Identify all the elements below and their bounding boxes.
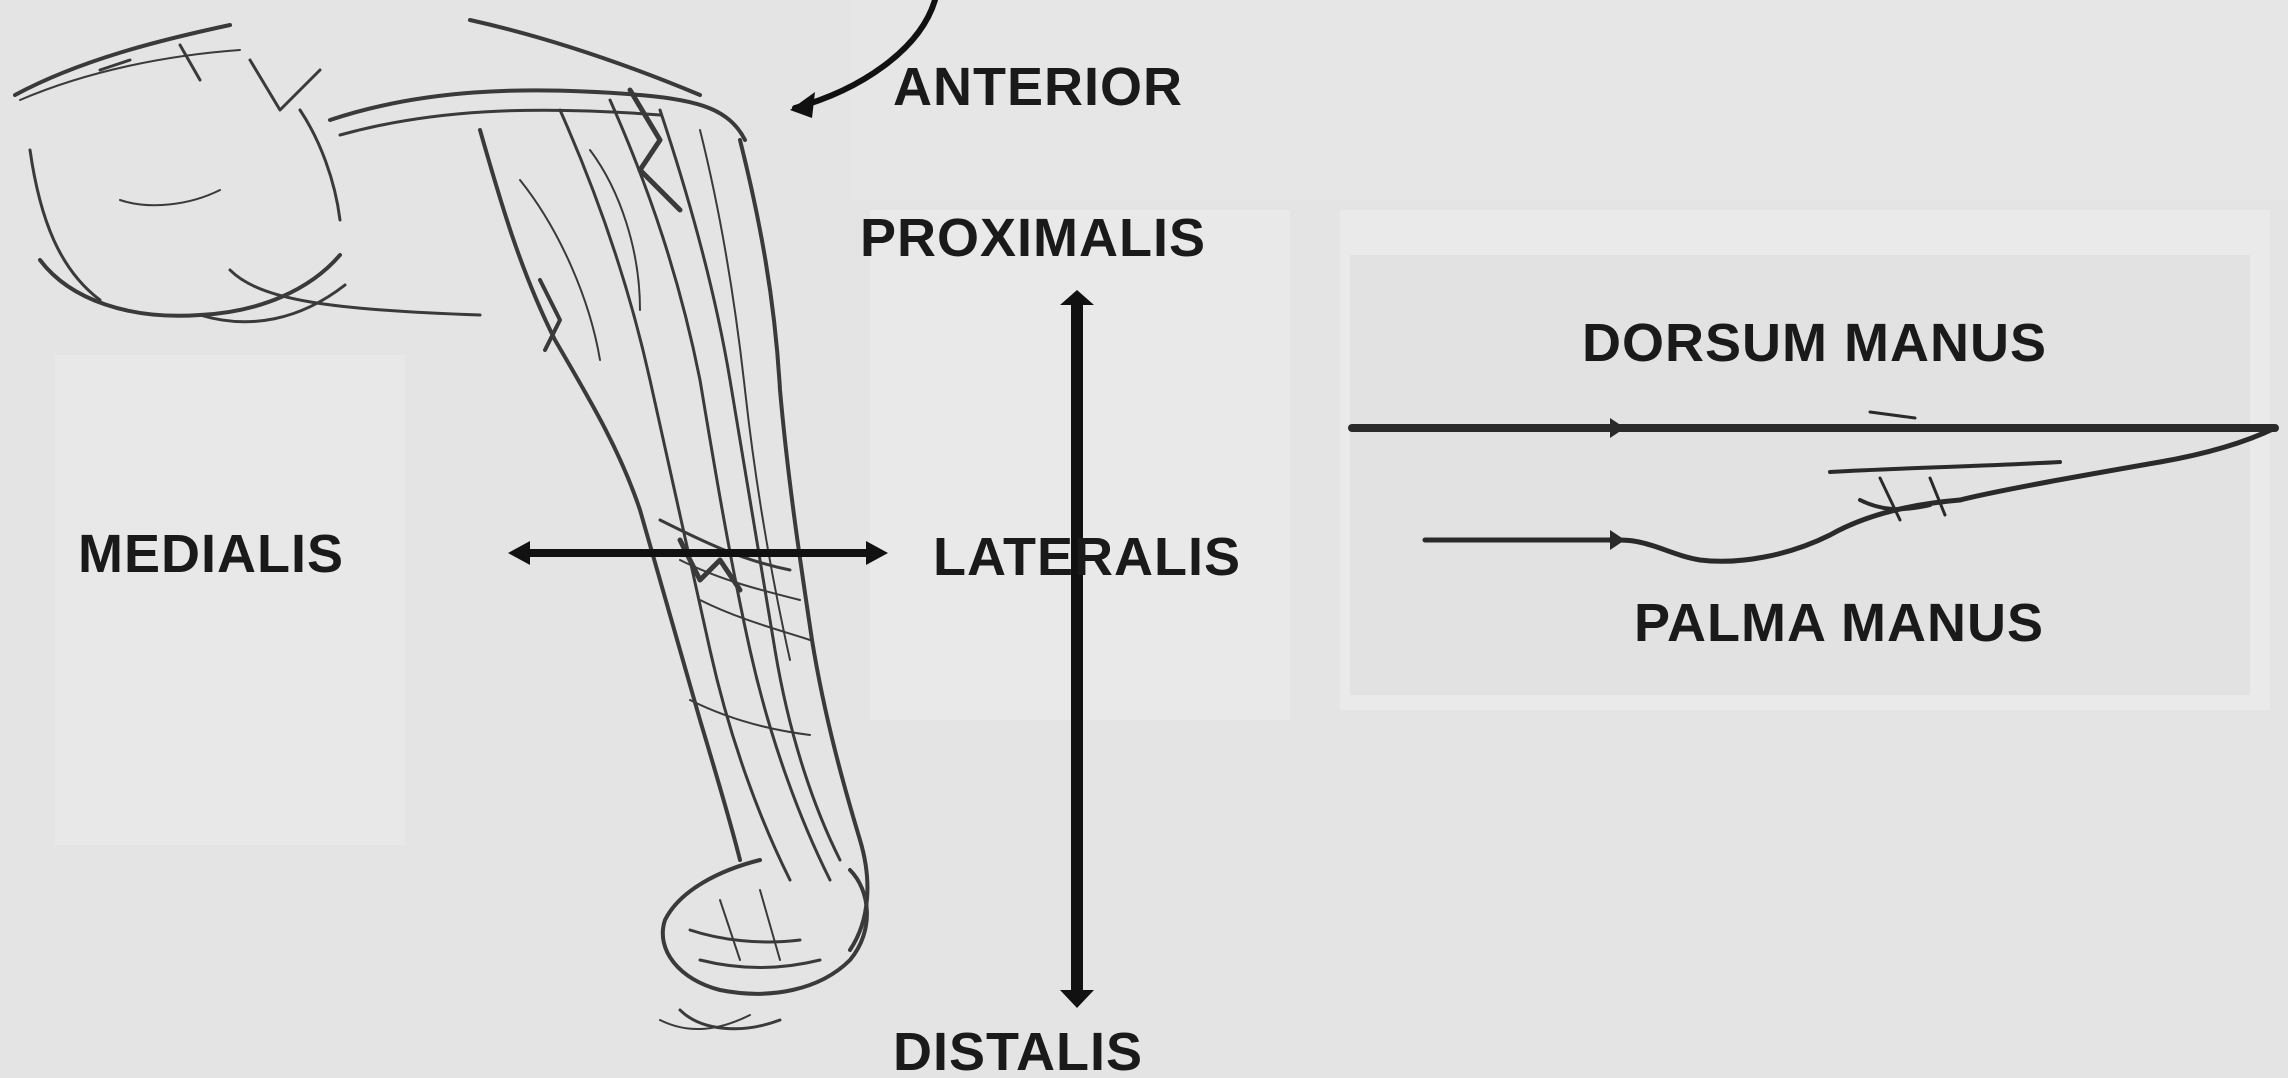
- palma-line-tick: [1610, 530, 1625, 550]
- label-anterior: ANTERIOR: [893, 60, 1183, 114]
- proximal-arrowhead: [1060, 290, 1094, 305]
- anterior-arrowhead: [790, 92, 815, 118]
- lateral-arrowhead: [866, 541, 888, 565]
- label-proximalis: PROXIMALIS: [860, 211, 1206, 265]
- distal-arrowhead: [1060, 990, 1094, 1008]
- label-medialis: MEDIALIS: [78, 527, 344, 581]
- label-distalis: DISTALIS: [893, 1025, 1143, 1078]
- medial-arrowhead: [508, 541, 530, 565]
- label-dorsum-manus: DORSUM MANUS: [1582, 316, 2047, 370]
- hand-side-view: [1352, 412, 2275, 561]
- dorsum-line-tick: [1610, 418, 1625, 438]
- label-lateralis: LATERALIS: [933, 530, 1241, 584]
- label-palma-manus: PALMA MANUS: [1634, 596, 2044, 650]
